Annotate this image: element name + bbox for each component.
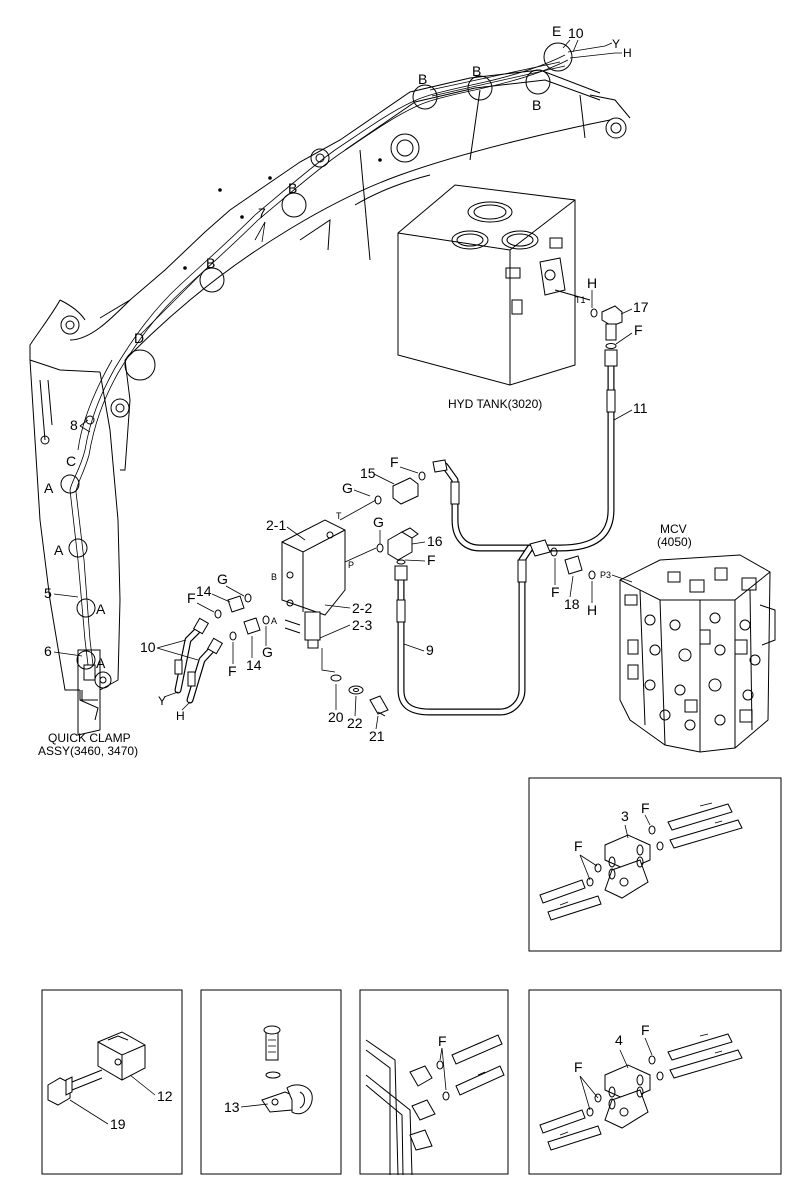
label-f-3b: F <box>574 838 583 854</box>
label-12: 12 <box>157 1088 173 1104</box>
boom-callouts: E 10 Y H B B B B B D 7 8 C A A A A 5 6 Q… <box>38 23 632 758</box>
label-2-1: 2-1 <box>266 517 286 533</box>
label-f-3a: F <box>641 800 650 816</box>
label-21: 21 <box>369 728 385 744</box>
hyd-tank-label: HYD TANK(3020) <box>448 397 542 411</box>
label-2-3: 2-3 <box>352 617 372 633</box>
label-5: 5 <box>44 585 52 601</box>
label-g-14a: G <box>217 571 228 587</box>
label-16: 16 <box>427 533 443 549</box>
label-10: 10 <box>140 639 156 655</box>
detail-box-3: 3 F F <box>528 777 782 952</box>
label-h: H <box>176 709 185 723</box>
label-9: 9 <box>426 642 434 658</box>
label-7: 7 <box>258 205 266 221</box>
label-f-tank: F <box>634 322 643 338</box>
mcv-code: (4050) <box>657 535 692 549</box>
label-b-3: B <box>532 97 541 113</box>
label-b-2: B <box>472 63 481 79</box>
fitting-17: T1 H 17 F <box>575 275 649 349</box>
label-8: 8 <box>70 417 78 433</box>
label-c: C <box>66 453 76 469</box>
label-e: E <box>552 23 561 39</box>
label-22: 22 <box>347 715 363 731</box>
label-g-14b: G <box>262 644 273 660</box>
hose-11: 11 <box>432 349 648 552</box>
label-f-route: F <box>438 1033 447 1049</box>
detail-box-hose-route: F <box>359 989 509 1176</box>
label-h-top: H <box>623 46 632 60</box>
main-control-valve: MCV (4050) <box>619 522 776 753</box>
fittings-14: G 14 F F 14 G <box>187 571 273 679</box>
label-a-3: A <box>96 601 106 617</box>
hoses-10: 10 Y H <box>140 617 224 723</box>
quick-clamp <box>77 649 101 736</box>
parts-20-22-21: 20 22 21 <box>328 674 389 744</box>
label-y: Y <box>158 694 166 708</box>
label-f-15: F <box>390 454 399 470</box>
detail-box-13: 13 <box>200 989 342 1175</box>
label-f-4b: F <box>574 1059 583 1075</box>
label-18: 18 <box>564 596 580 612</box>
boom-arm-drawing <box>29 54 631 721</box>
label-6: 6 <box>44 643 52 659</box>
label-f-14a: F <box>187 590 196 606</box>
label-3: 3 <box>621 808 629 824</box>
valve-block: 2-1 T P B A 2-2 2-3 <box>266 499 377 673</box>
label-19: 19 <box>110 1116 126 1132</box>
label-f-14b: F <box>228 663 237 679</box>
label-h-18: H <box>587 602 597 618</box>
label-10-top: 10 <box>568 25 584 41</box>
port-a: A <box>271 616 277 626</box>
quick-clamp-label-1: QUICK CLAMP <box>48 731 131 745</box>
hydraulic-tank: HYD TANK(3020) <box>397 184 591 411</box>
label-17: 17 <box>633 299 649 315</box>
label-p3: P3 <box>600 570 611 580</box>
label-a-4: A <box>96 655 106 671</box>
label-2-2: 2-2 <box>352 600 372 616</box>
label-4: 4 <box>615 1032 623 1048</box>
quick-clamp-label-2: ASSY(3460, 3470) <box>38 744 138 758</box>
label-b-1: B <box>418 71 427 87</box>
detail-box-4: 4 F F <box>528 989 782 1175</box>
mcv-label: MCV <box>660 522 687 536</box>
detail-box-12-19: 12 19 <box>41 989 183 1175</box>
label-y-top: Y <box>612 37 620 51</box>
label-15: 15 <box>360 465 376 481</box>
label-14a: 14 <box>196 583 212 599</box>
label-h-tank: H <box>587 275 597 291</box>
label-g-16: G <box>373 514 384 530</box>
label-11: 11 <box>633 400 648 416</box>
label-f-16: F <box>427 552 436 568</box>
hose-9: 9 <box>394 539 551 716</box>
label-a-1: A <box>44 480 54 496</box>
label-t1: T1 <box>575 295 586 305</box>
fitting-15: 15 G F <box>342 454 426 505</box>
label-13: 13 <box>224 1099 240 1115</box>
detail-circles <box>60 42 573 670</box>
label-f-4a: F <box>641 1022 650 1038</box>
label-d: D <box>134 330 144 346</box>
label-20: 20 <box>328 709 344 725</box>
label-14b: 14 <box>246 657 262 673</box>
port-t: T <box>336 511 342 521</box>
label-a-2: A <box>54 542 64 558</box>
label-f-18: F <box>551 584 560 600</box>
port-p: P <box>348 560 354 570</box>
fitting-18: F 18 H P3 <box>550 547 633 618</box>
label-b-5: B <box>206 255 215 271</box>
port-b: B <box>271 572 277 582</box>
label-g-15: G <box>342 480 353 496</box>
fitting-16: G 16 F <box>373 514 443 568</box>
label-b-4: B <box>288 180 297 196</box>
